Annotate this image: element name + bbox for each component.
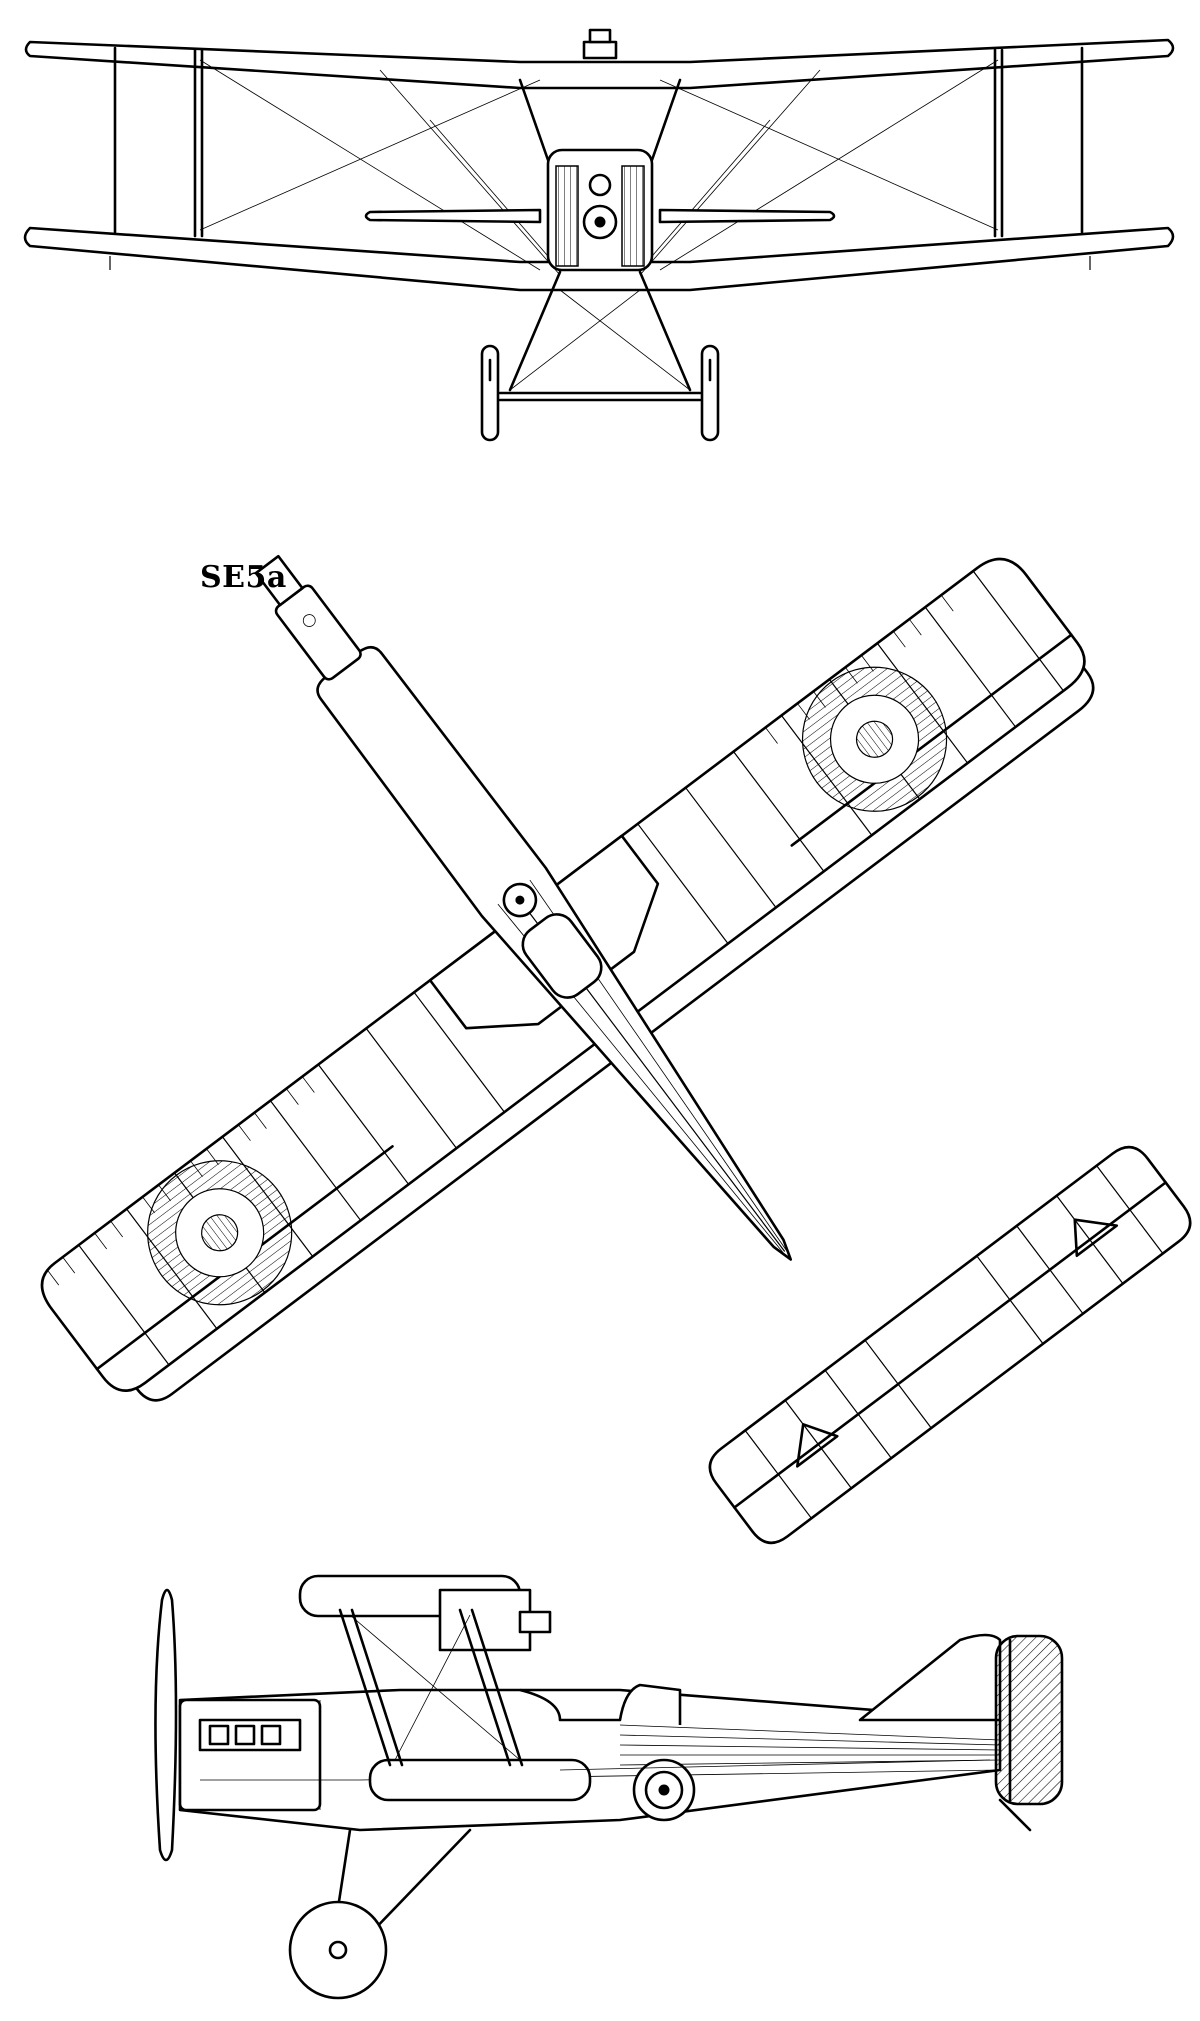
side-view [154,1574,1064,2000]
top-view [40,554,1192,1545]
front-view [23,28,1175,442]
aircraft-title: SE5a [200,560,287,595]
